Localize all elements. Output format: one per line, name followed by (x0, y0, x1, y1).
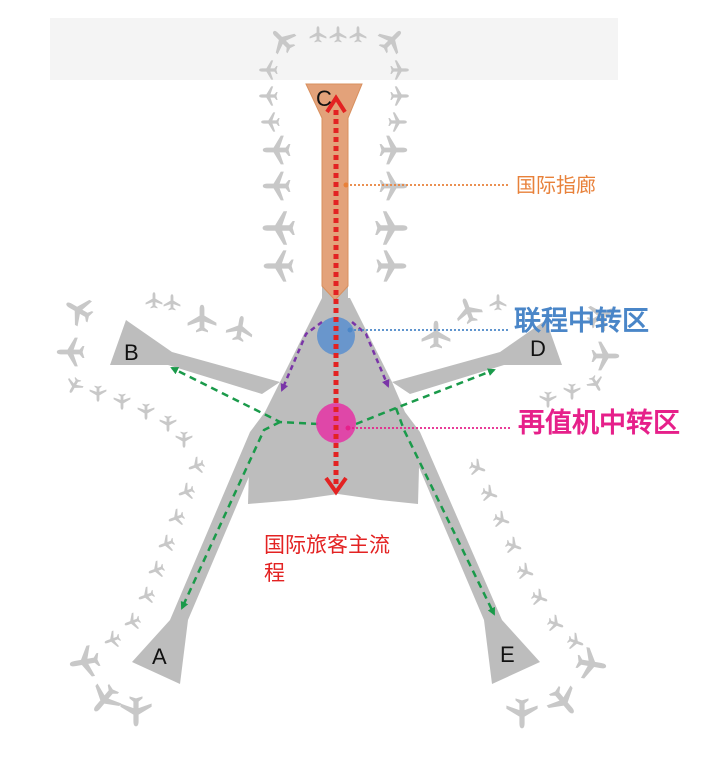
route-to-d (355, 368, 496, 426)
airplane-icon (113, 393, 131, 410)
airplane-icon (390, 86, 409, 106)
airplane-icon (584, 372, 608, 395)
pier-b-label: B (124, 340, 139, 365)
pier-c-label: C (316, 86, 332, 111)
pier-e (404, 432, 540, 684)
airplane-icon (175, 431, 193, 448)
airplane-icon (89, 385, 107, 402)
main-flow-arrow-up (325, 94, 347, 114)
intl-pier-label: 国际指廊 (516, 173, 596, 197)
airplane-icon (503, 535, 525, 557)
airplane-icon (421, 320, 451, 349)
airplane-icon (155, 533, 177, 555)
airplane-icon (388, 112, 407, 132)
recheck-transfer-label: 再值机中转区 (518, 408, 680, 439)
airplane-icon (491, 509, 513, 531)
airplane-icon (165, 507, 187, 529)
airplane-icon (135, 585, 157, 607)
main-flow-arrow-down (324, 476, 348, 496)
green-routes (170, 366, 496, 616)
airplane-icon (376, 250, 407, 282)
airplane-icon (59, 290, 98, 330)
airplane-icon (62, 374, 86, 397)
recheck-transfer-zone (316, 403, 356, 443)
airplane-icon (224, 313, 256, 344)
airplane-icon (379, 135, 408, 165)
airplane-icon (506, 698, 538, 729)
leader-lines (343, 182, 512, 431)
airplane-icon (563, 383, 581, 400)
airplane-icon (185, 455, 207, 477)
airplane-icon (529, 587, 551, 609)
airplane-icon (379, 171, 408, 201)
airplane-icon (121, 611, 143, 633)
airplane-icon (515, 561, 537, 583)
airplane-icon (56, 337, 85, 367)
pier-d-label: D (530, 336, 546, 361)
airplane-icon (137, 403, 155, 420)
airplane-icon (263, 250, 294, 282)
purple-route-left (280, 321, 323, 392)
pier-d (392, 320, 562, 394)
background-band (50, 18, 618, 80)
airplane-icon (259, 86, 278, 106)
airplane-icon (101, 629, 123, 651)
airplane-icon (163, 294, 181, 311)
purple-routes (280, 321, 390, 392)
airplane-icon (120, 696, 152, 727)
airplane-icon (262, 171, 291, 201)
pier-b (110, 320, 280, 394)
airplane-icon (82, 678, 126, 721)
airplane-icon (262, 211, 295, 245)
pier-a-label: A (152, 644, 167, 669)
airplane-icon (145, 292, 163, 309)
airplane-icon (451, 294, 485, 327)
main-flow-label-line1: 国际旅客主流 (264, 533, 390, 557)
airplane-icon (145, 559, 167, 581)
pier-e-label: E (500, 642, 515, 667)
airplane-icon (67, 643, 103, 680)
recheck-leader-dot (345, 425, 351, 431)
airplane-icon (489, 294, 507, 311)
airplane-icon (187, 304, 217, 333)
purple-route-right (351, 321, 390, 388)
connecting-transfer-label: 联程中转区 (514, 306, 649, 337)
airplane-icon (539, 391, 557, 408)
airplane-icon (375, 211, 408, 245)
main-flow (324, 94, 348, 496)
airplane-icon (479, 483, 501, 505)
terminal-building (110, 83, 562, 684)
airplane-icon (261, 112, 280, 132)
airplane-icon (545, 613, 567, 635)
route-to-e (394, 407, 496, 616)
airplane-icon (262, 135, 291, 165)
airplane-icon (159, 415, 177, 432)
intl-pier-leader-dot (343, 182, 349, 188)
main-flow-label-line2: 程 (264, 561, 285, 585)
airplane-icon (467, 457, 489, 479)
airplane-icon (175, 481, 197, 503)
connecting-leader-dot (347, 327, 353, 333)
airplane-icon (565, 631, 587, 653)
route-to-a (180, 420, 281, 610)
airplane-icon (542, 680, 586, 723)
airplane-icon (573, 645, 609, 682)
airplane-icon (591, 341, 620, 371)
